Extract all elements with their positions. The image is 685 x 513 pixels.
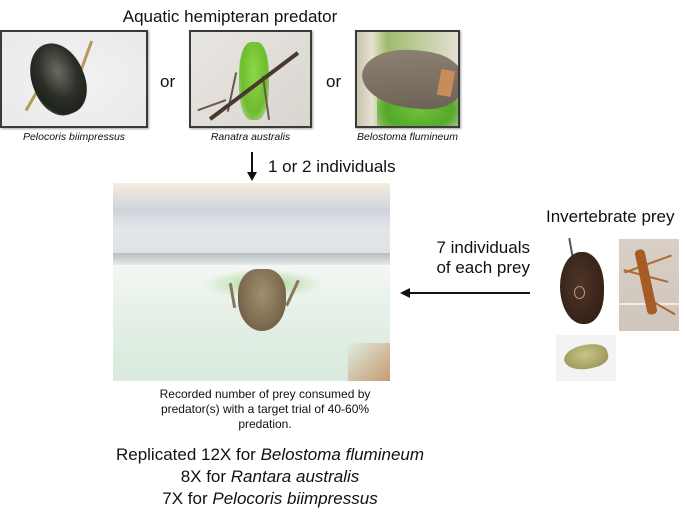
predator-count-label: 1 or 2 individuals — [268, 157, 396, 176]
replication-species: Rantara australis — [230, 467, 360, 486]
aquatic-plant — [239, 42, 269, 120]
amphipod-photo — [556, 335, 616, 381]
or-separator-1: or — [160, 72, 176, 91]
left-arrow-icon — [400, 288, 410, 298]
replication-line-3: 7X for Pelocoris biimpressus — [60, 488, 480, 510]
replication-count: 8X for — [180, 467, 231, 486]
snail-photo — [556, 236, 612, 334]
prey-count-line-1: 7 individuals — [436, 238, 530, 257]
ranatra-photo — [189, 30, 312, 128]
trial-description-line-2: predator(s) with a target trial of 40-60… — [160, 402, 370, 416]
replication-species: Pelocoris biimpressus — [212, 489, 378, 508]
replication-summary: Replicated 12X for Belostoma flumineum 8… — [60, 444, 480, 510]
prey-count-label: 7 individuals of each prey — [420, 238, 530, 278]
left-arrow-shaft — [408, 292, 530, 294]
trial-description-line-3: predation. — [238, 417, 292, 431]
trial-description-line-1: Recorded number of prey consumed by — [159, 387, 371, 401]
diagram-title: Aquatic hemipteran predator — [122, 7, 338, 26]
mayfly-nymph-photo — [619, 239, 679, 331]
dish-background — [113, 183, 390, 261]
prey-title: Invertebrate prey — [546, 207, 675, 226]
predator-caption-3: Belostoma flumineum — [357, 131, 458, 143]
snail-spot — [574, 286, 585, 299]
or-separator-2: or — [326, 72, 342, 91]
predator-caption-1: Pelocoris biimpressus — [22, 131, 126, 143]
predator-bug — [238, 269, 286, 331]
pelocoris-photo — [0, 30, 148, 128]
replication-line-1: Replicated 12X for Belostoma flumineum — [60, 444, 480, 466]
replication-species: Belostoma flumineum — [260, 445, 425, 464]
down-arrow-shaft — [251, 152, 253, 174]
replication-line-2: 8X for Rantara australis — [60, 466, 480, 488]
trial-description: Recorded number of prey consumed by pred… — [100, 387, 430, 432]
amphipod — [561, 340, 611, 374]
predator-in-dish-photo — [113, 183, 390, 381]
pelocoris-bug — [20, 34, 96, 124]
down-arrow-icon — [247, 172, 257, 181]
predator-caption-2: Ranatra australis — [210, 131, 291, 143]
replication-count: 7X for — [162, 489, 213, 508]
replication-count: Replicated 12X for — [115, 445, 261, 464]
prey-count-line-2: of each prey — [436, 258, 530, 277]
belostoma-photo — [355, 30, 460, 128]
nymph-body — [634, 248, 658, 316]
dish-rim — [113, 253, 390, 265]
table-surface — [348, 343, 390, 381]
